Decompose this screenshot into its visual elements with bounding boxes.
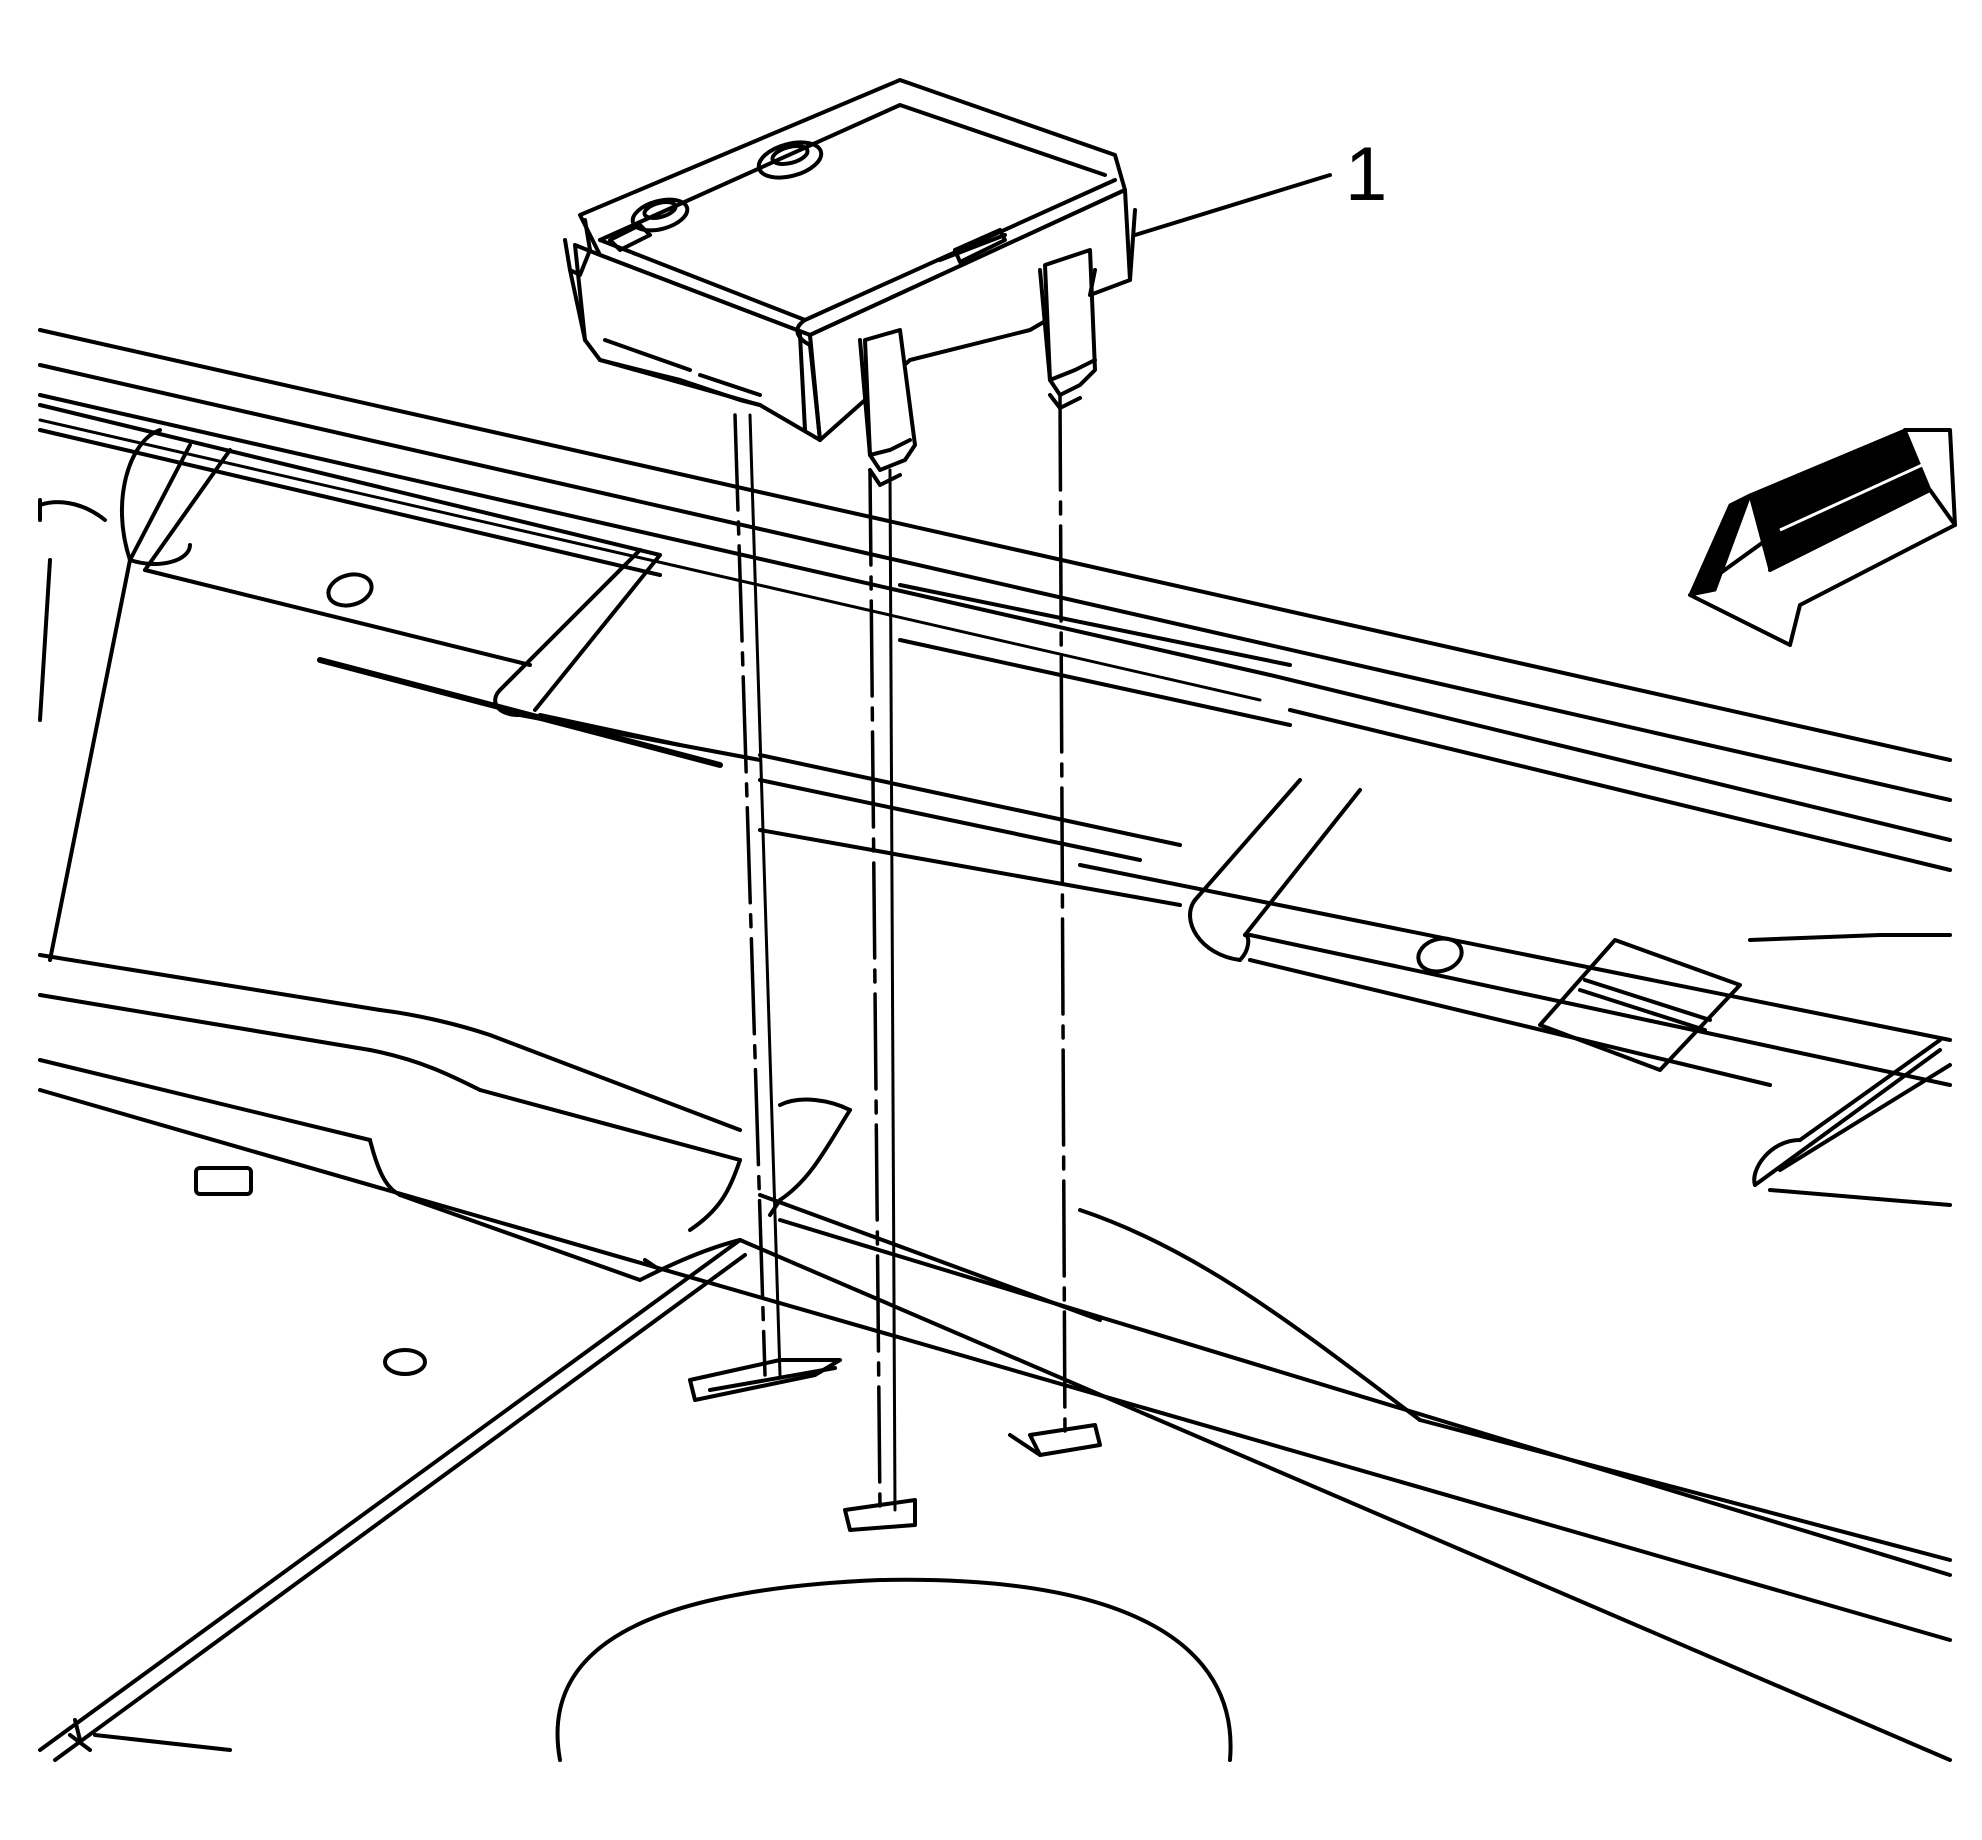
mounting-slot-left bbox=[688, 1358, 842, 1402]
mounting-slot-right bbox=[1028, 1423, 1102, 1457]
mounting-slots bbox=[688, 1358, 1102, 1532]
guide-line-right bbox=[1058, 393, 1067, 1442]
upper-rail bbox=[38, 328, 1952, 872]
guide-line-left bbox=[733, 413, 767, 1377]
arrow-icon bbox=[1688, 428, 1957, 647]
floor-opening bbox=[555, 1577, 1233, 1762]
rail-end-bump bbox=[1748, 933, 1952, 1207]
guide-lines bbox=[733, 393, 1067, 1512]
mounting-slot-center bbox=[843, 1498, 917, 1532]
rail-bump-right bbox=[1188, 778, 1952, 1087]
rail-cutout bbox=[1538, 938, 1742, 1072]
module-mount-hole-front bbox=[630, 197, 690, 233]
floor-edge bbox=[38, 1238, 747, 1762]
callout-label: 1 bbox=[1345, 132, 1387, 217]
panel-hole bbox=[383, 1348, 427, 1376]
module-latch bbox=[953, 228, 1007, 264]
panel-slot bbox=[194, 1166, 253, 1196]
module-component bbox=[563, 78, 1137, 487]
module-mount-hole-rear bbox=[756, 140, 824, 180]
guide-line-center bbox=[868, 468, 882, 1512]
module-front-face bbox=[573, 243, 822, 442]
left-rail-bracket bbox=[38, 428, 532, 962]
callout-leader bbox=[1133, 173, 1332, 237]
lower-panel bbox=[38, 953, 1952, 1762]
rail-bump-left bbox=[317, 548, 762, 768]
harness-curve bbox=[688, 1097, 852, 1232]
middle-rail bbox=[758, 583, 1952, 1042]
callout-1: 1 bbox=[1133, 132, 1387, 237]
